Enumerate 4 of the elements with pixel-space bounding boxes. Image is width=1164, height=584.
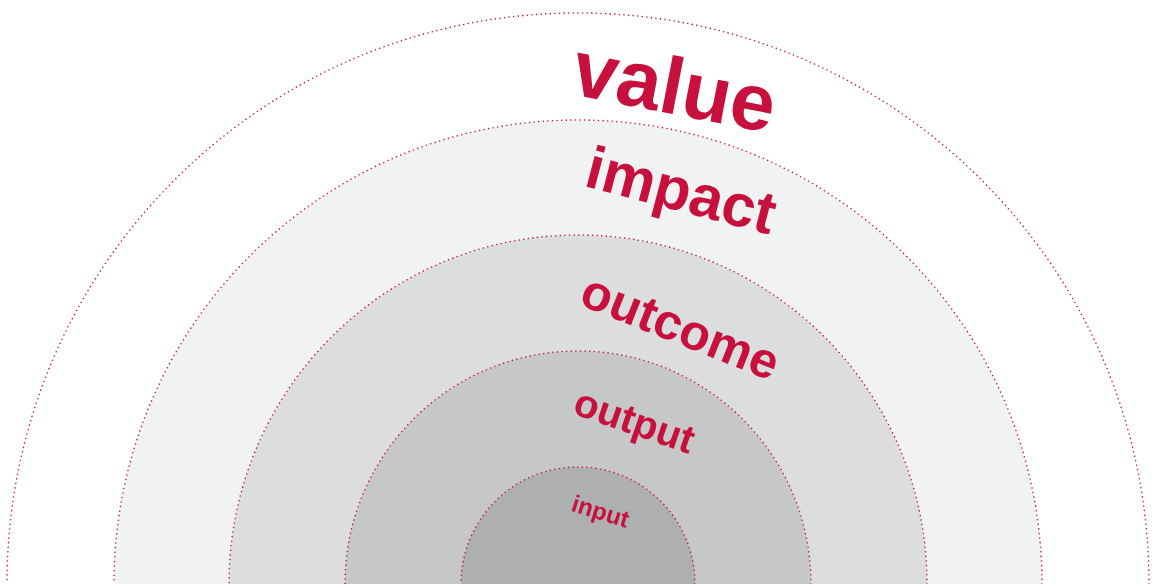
band-label: output (575, 396, 696, 454)
band-label: value (577, 52, 772, 131)
band-label: input (571, 494, 630, 528)
band-label: impact (586, 144, 777, 235)
